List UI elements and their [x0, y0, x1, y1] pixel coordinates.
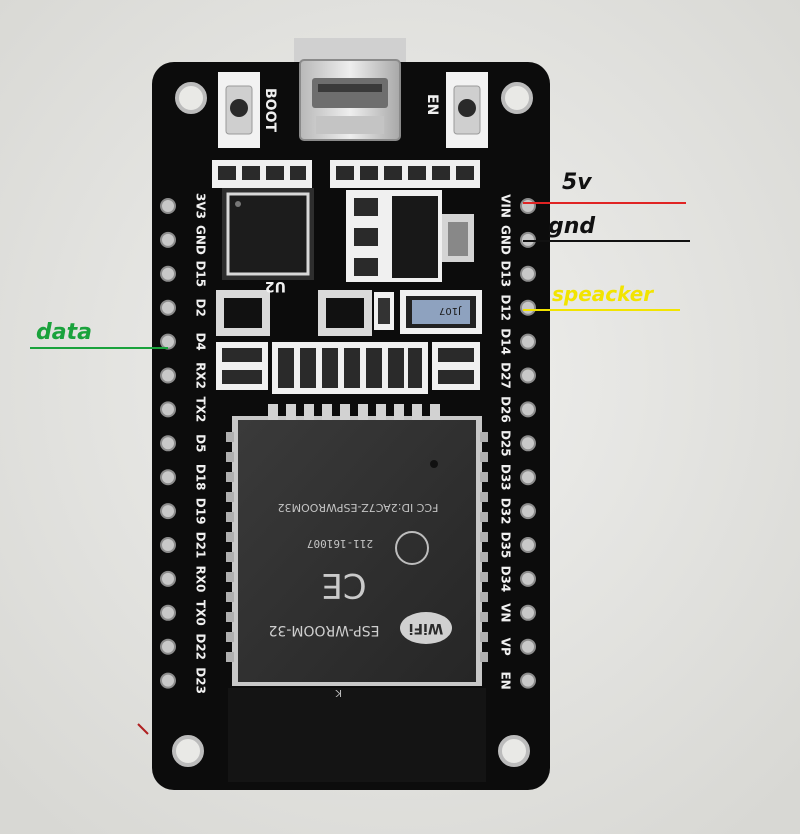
module-fcc-text: FCC ID:2AC7Z-ESPWROOM32 [278, 501, 439, 514]
right-header-pins [520, 198, 536, 689]
boot-label: BOOT [262, 88, 278, 132]
left-pin-rx2 [160, 367, 176, 384]
wifi-logo-icon [400, 612, 452, 644]
left-pin-d2 [160, 299, 176, 316]
right-pin-d32 [520, 503, 536, 520]
resistor-label: J107 [439, 305, 462, 316]
left-pin-label-rx0: RX0 [194, 565, 208, 592]
left-pin-label-d19: D19 [194, 498, 208, 525]
usb-serial-chip [222, 188, 314, 280]
right-pin-d13 [520, 265, 536, 282]
left-pin-tx2 [160, 401, 176, 418]
right-pin-label-d14: D14 [499, 328, 513, 355]
right-pin-label-vn: VN [499, 603, 513, 622]
antenna-mark: K [335, 687, 342, 698]
module-ce-mark: CE [321, 565, 366, 605]
left-pin-d5 [160, 435, 176, 452]
left-pin-d4 [160, 333, 176, 350]
left-pin-d21 [160, 537, 176, 553]
left-pin-label-d22: D22 [194, 633, 208, 660]
right-pin-label-d13: D13 [499, 260, 513, 287]
right-pin-label-gnd: GND [499, 225, 513, 255]
annotation-5v: 5v [562, 170, 592, 195]
module-castellations [226, 432, 488, 662]
left-pin-label-d5: D5 [194, 434, 208, 452]
right-pin-vp [520, 638, 536, 655]
smd-pads-top [218, 166, 474, 180]
left-pin-label-rx2: RX2 [194, 362, 208, 389]
left-pin-label-d4: D4 [194, 332, 208, 350]
right-pin-vn [520, 604, 536, 621]
right-pin-label-d35: D35 [499, 532, 513, 559]
left-header-pins [160, 198, 176, 689]
module-cert-icon [395, 531, 429, 565]
left-pin-d18 [160, 469, 176, 486]
left-pin-label-d2: D2 [194, 299, 208, 317]
left-pin-label-tx0: TX0 [194, 600, 208, 626]
left-pin-3v3 [160, 198, 176, 214]
left-pin-d19 [160, 503, 176, 520]
left-pin-label-3v3: 3V3 [194, 193, 208, 219]
module-model-text: ESP-WROOM-32 [269, 622, 380, 638]
voltage-regulator [346, 190, 474, 282]
boot-button[interactable] [218, 72, 260, 148]
left-pin-label-d23: D23 [194, 667, 208, 694]
stray-mark [137, 723, 149, 735]
module-code-text: 211-161007 [307, 537, 373, 550]
right-pin-d12 [520, 299, 536, 316]
left-pin-gnd [160, 231, 176, 248]
left-pin-d22 [160, 638, 176, 655]
mounting-holes [172, 82, 533, 767]
right-pin-label-d26: D26 [499, 396, 513, 423]
left-pin-label-tx2: TX2 [194, 397, 208, 423]
right-pin-label-vp: VP [499, 638, 513, 656]
right-pin-label-d27: D27 [499, 362, 513, 389]
left-pin-rx0 [160, 570, 176, 587]
left-pin-label-d21: D21 [194, 532, 208, 559]
u2-label: U2 [265, 278, 286, 294]
right-pin-en [520, 672, 536, 689]
right-pin-d26 [520, 401, 536, 418]
right-pin-gnd [520, 231, 536, 248]
micro-usb-port [294, 38, 406, 141]
right-pin-d35 [520, 537, 536, 553]
right-pin-label-d33: D33 [499, 464, 513, 491]
module-pads-top [268, 404, 440, 420]
capacitor-pads [222, 348, 474, 388]
right-pin-d25 [520, 435, 536, 452]
right-pin-vin [520, 198, 536, 214]
right-pin-d27 [520, 367, 536, 384]
left-pin-label-d15: D15 [194, 260, 208, 287]
right-pin-label-en: EN [499, 671, 513, 689]
right-pin-d34 [520, 570, 536, 587]
right-pin-label-d34: D34 [499, 566, 513, 593]
right-pin-label-d25: D25 [499, 430, 513, 457]
annotation-gnd: gnd [548, 214, 596, 239]
left-pin-label-d18: D18 [194, 464, 208, 491]
en-button[interactable] [446, 72, 488, 148]
right-pin-label-vin: VIN [499, 194, 513, 218]
right-pin-d14 [520, 333, 536, 350]
en-label: EN [424, 94, 440, 115]
esp32-module [228, 416, 486, 782]
right-pin-label-d32: D32 [499, 498, 513, 525]
left-pin-d15 [160, 265, 176, 282]
resistor-j107 [400, 290, 482, 334]
annotation-data: data [36, 320, 92, 345]
left-pin-d23 [160, 672, 176, 689]
smd-components-mid [216, 290, 394, 336]
right-pin-d33 [520, 469, 536, 486]
left-pin-tx0 [160, 604, 176, 621]
annotation-speaker: speacker [552, 282, 654, 306]
module-wifi-text: WiFi [409, 620, 444, 636]
left-pin-label-gnd: GND [194, 225, 208, 255]
right-pin-label-d12: D12 [499, 294, 513, 321]
